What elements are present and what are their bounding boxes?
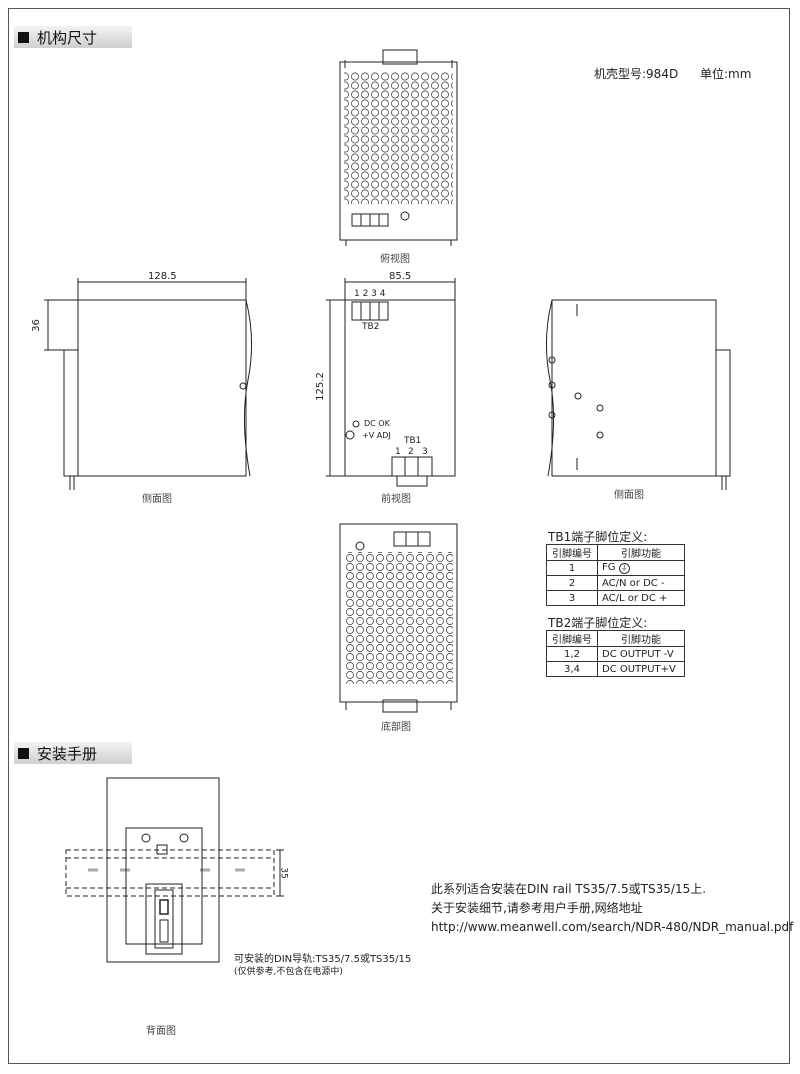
front-view xyxy=(326,278,456,487)
tb1-pin-1: 1 xyxy=(395,447,401,457)
case-model-label: 机壳型号:984D xyxy=(594,67,679,81)
table-row: 3,4 DC OUTPUT+V xyxy=(546,661,685,677)
din-rail-disclaimer: (仅供参考,不包含在电源中) xyxy=(234,967,343,977)
install-manual-link[interactable]: http://www.meanwell.com/search/NDR-480/N… xyxy=(431,920,794,934)
tb2-pin-numbers: 1 2 3 4 xyxy=(354,289,386,299)
dim-side-width: 128.5 xyxy=(148,271,177,282)
table-row: 3 AC/L or DC + xyxy=(546,590,685,606)
tb1-pin-3: 3 xyxy=(422,447,428,457)
side-view-left xyxy=(44,278,253,490)
caption-bottom-view: 底部图 xyxy=(381,722,411,733)
function-text: FG xyxy=(602,562,616,573)
caption-top-view: 俯视图 xyxy=(380,254,410,265)
section-title: 机构尺寸 xyxy=(37,28,98,47)
ground-symbol-icon: ⏚ xyxy=(618,563,630,574)
caption-side-view-right: 侧面图 xyxy=(614,490,644,501)
table-row: 2 AC/N or DC - xyxy=(546,575,685,591)
table-header-row: 引脚编号 引脚功能 xyxy=(546,544,685,561)
dc-ok-label: DC OK xyxy=(364,419,390,428)
dim-front-height: 125.2 xyxy=(314,372,326,401)
bottom-view xyxy=(339,523,458,713)
square-bullet-icon xyxy=(18,31,29,43)
dim-front-width: 85.5 xyxy=(389,271,412,282)
function-cell: AC/N or DC - xyxy=(597,575,685,591)
tb1-table: 引脚编号 引脚功能 1 FG ⏚ 2 AC/N or DC - 3 AC/L o… xyxy=(546,544,685,606)
caption-front-view: 前视图 xyxy=(381,494,411,505)
tb1-pin-2: 2 xyxy=(408,447,414,457)
tb2-label: TB2 xyxy=(362,322,380,332)
function-cell: DC OUTPUT -V xyxy=(597,646,685,662)
page-frame xyxy=(8,8,790,1064)
header-function: 引脚功能 xyxy=(597,630,685,647)
pin-cell: 3 xyxy=(546,590,598,606)
tb2-table: 引脚编号 引脚功能 1,2 DC OUTPUT -V 3,4 DC OUTPUT… xyxy=(546,630,685,677)
top-view xyxy=(339,49,458,246)
unit-label: 单位:mm xyxy=(700,67,752,81)
header-function: 引脚功能 xyxy=(597,544,685,561)
dim-side-height: 36 xyxy=(30,319,42,332)
caption-side-view-left: 侧面图 xyxy=(142,494,172,505)
v-adj-label: +V ADJ xyxy=(362,431,391,440)
back-view xyxy=(65,777,284,963)
pin-cell: 1,2 xyxy=(546,646,598,662)
function-cell: AC/L or DC + xyxy=(597,590,685,606)
tb1-table-title: TB1端子脚位定义: xyxy=(548,530,648,544)
install-note-line-1: 此系列适合安装在DIN rail TS35/7.5或TS35/15上. xyxy=(431,882,707,896)
pin-cell: 3,4 xyxy=(546,661,598,677)
side-view-right xyxy=(545,299,731,490)
install-note-line-2: 关于安装细节,请参考用户手册,网络地址 xyxy=(431,901,643,915)
section-title: 安装手册 xyxy=(37,744,98,763)
pin-cell: 2 xyxy=(546,575,598,591)
tb1-label: TB1 xyxy=(404,436,422,446)
function-cell: FG ⏚ xyxy=(597,560,685,576)
square-bullet-icon xyxy=(18,747,29,759)
header-pin: 引脚编号 xyxy=(546,630,598,647)
caption-back-view: 背面图 xyxy=(146,1026,176,1037)
table-header-row: 引脚编号 引脚功能 xyxy=(546,630,685,647)
dim-din-height: 35 xyxy=(278,867,289,879)
function-cell: DC OUTPUT+V xyxy=(597,661,685,677)
header-pin: 引脚编号 xyxy=(546,544,598,561)
section-header-installation: 安装手册 xyxy=(14,742,132,764)
section-header-mechanical: 机构尺寸 xyxy=(14,26,132,48)
pin-cell: 1 xyxy=(546,560,598,576)
table-row: 1 FG ⏚ xyxy=(546,560,685,576)
tb2-table-title: TB2端子脚位定义: xyxy=(548,616,648,630)
din-rail-note: 可安装的DIN导轨:TS35/7.5或TS35/15 xyxy=(234,954,412,965)
table-row: 1,2 DC OUTPUT -V xyxy=(546,646,685,662)
